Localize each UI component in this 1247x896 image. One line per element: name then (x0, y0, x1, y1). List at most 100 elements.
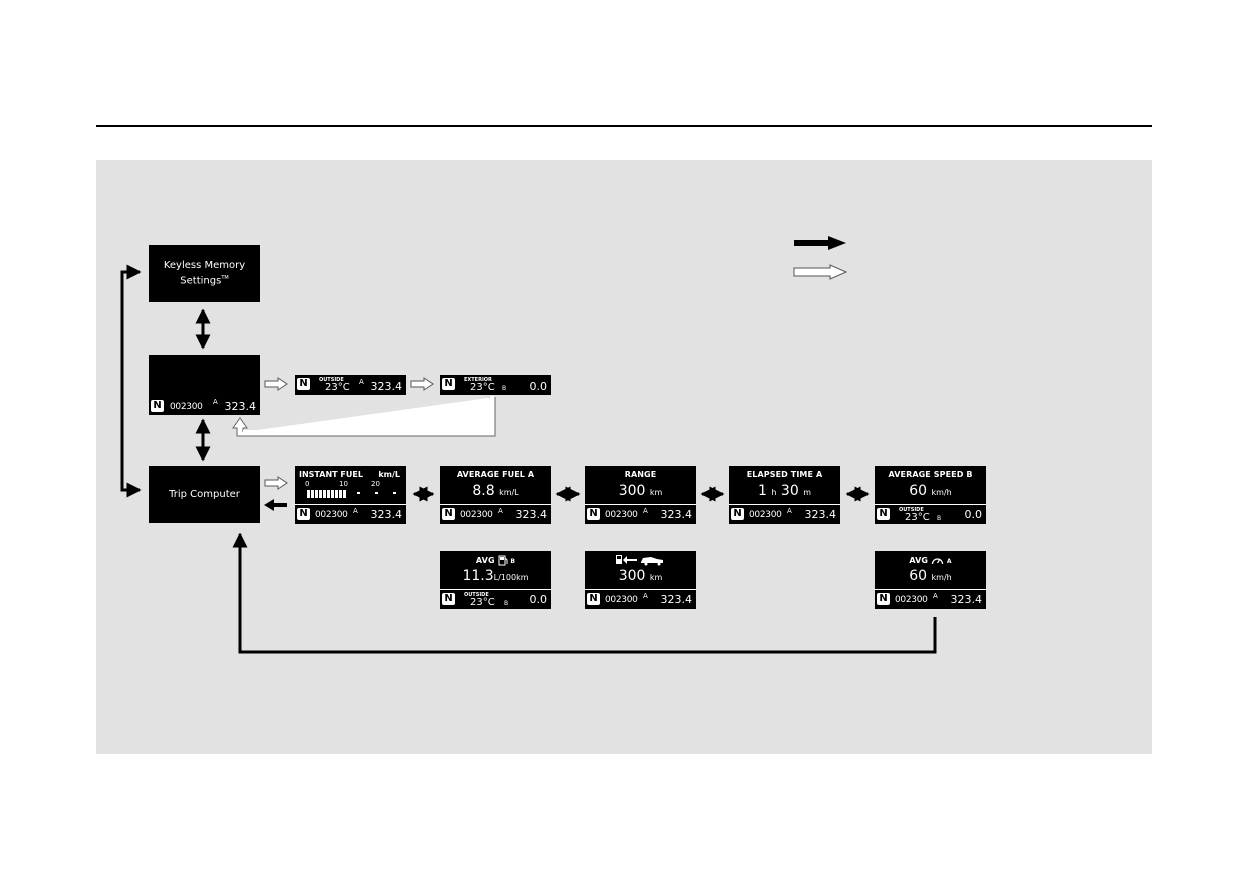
outside-temp-a-screen[interactable]: N OUTSIDE 23°C A 323.4 (295, 375, 406, 395)
gear-indicator: N (877, 508, 890, 520)
speed-unit: km/h (931, 573, 952, 582)
trip-mark: A (213, 398, 218, 406)
avg-fuel-value: 11.3 (462, 568, 494, 584)
minutes-unit: m (803, 488, 811, 497)
trip-a-label: A (946, 558, 952, 565)
average-fuel-a-screen[interactable]: AVERAGE FUEL A 8.8 km/L N 002300 A 323.4 (440, 466, 551, 524)
outside-label: OUTSIDE (899, 507, 924, 513)
odometer-value: 002300 (605, 510, 638, 520)
left-loop-arrow (120, 264, 142, 498)
fuel-pump-icon (498, 555, 508, 566)
scale-20: 20 (371, 480, 380, 488)
range-icon-screen[interactable]: 300 km N 002300 A 323.4 (585, 551, 696, 609)
screen-title: AVERAGE FUEL A (456, 470, 535, 479)
trip-value: 323.4 (370, 380, 403, 393)
trademark: TM (221, 274, 229, 281)
outside-label: EXTERIOR (464, 377, 492, 383)
trip-mark: A (359, 378, 364, 386)
speed-value: 60 (909, 483, 928, 499)
hours-value: 1 (758, 483, 767, 499)
minutes-value: 30 (780, 483, 799, 499)
bottom-return-arrow (232, 532, 937, 654)
trip-value: 323.4 (224, 400, 257, 413)
trip-value: 0.0 (529, 593, 548, 606)
trip-mark: B (502, 385, 507, 392)
scale-10: 10 (339, 480, 348, 488)
screen-title: AVERAGE SPEED B (888, 470, 973, 479)
gear-indicator: N (877, 593, 890, 605)
trip-mark: A (787, 507, 792, 515)
elapsed-time-a-screen[interactable]: ELAPSED TIME A 1 h 30 m N 002300 A 323.4 (729, 466, 840, 524)
range-screen[interactable]: RANGE 300 km N 002300 A 323.4 (585, 466, 696, 524)
fuel-to-car-icon (616, 555, 663, 566)
keyless-line1: Keyless Memory (163, 259, 246, 271)
outside-temp: 23°C (325, 382, 350, 393)
average-speed-b-screen[interactable]: AVERAGE SPEED B 60 km/h N OUTSIDE 23°C B… (875, 466, 986, 524)
odometer-value: 002300 (460, 510, 493, 520)
avg-fuel-value: 8.8 (472, 483, 495, 499)
trip-mark: B (937, 515, 942, 522)
avg-fuel-unit: km/L (499, 488, 519, 497)
instant-fuel-screen[interactable]: INSTANT FUEL km/L 0 10 20 N 002300 A 323… (295, 466, 406, 524)
range-value: 300 (618, 568, 646, 584)
scale-0: 0 (305, 480, 310, 488)
trip-b-label: B (510, 558, 516, 565)
trip-value: 323.4 (370, 508, 403, 521)
avg-fuel-unit: L/100km (493, 573, 529, 582)
gear-indicator: N (442, 378, 455, 390)
gear-indicator: N (151, 400, 164, 412)
avg-label: AVG (475, 556, 495, 565)
trip-mark: B (504, 600, 509, 607)
trip-value: 323.4 (660, 593, 693, 606)
instant-fuel-title: INSTANT FUEL (299, 470, 363, 479)
odometer-value: 002300 (605, 595, 638, 605)
instant-fuel-unit: km/L (378, 470, 400, 479)
speed-value: 60 (909, 568, 928, 584)
gear-indicator: N (587, 593, 600, 605)
avg-fuel-b-screen[interactable]: AVG B 11.3L/100km N OUTSIDE 23°C B 0.0 (440, 551, 551, 609)
odometer-value: 002300 (315, 510, 348, 520)
trip-mark: A (498, 507, 503, 515)
solid-back-arrow (264, 499, 287, 511)
keyless-memory-settings-box[interactable]: Keyless Memory SettingsTM (149, 245, 260, 302)
gear-indicator: N (731, 508, 744, 520)
trip-mark: A (643, 507, 648, 515)
trip-mark: A (933, 592, 938, 600)
screen-title: ELAPSED TIME A (746, 470, 823, 479)
gear-indicator: N (587, 508, 600, 520)
legend-hollow-arrow-icon (793, 264, 848, 280)
trip-value: 323.4 (515, 508, 548, 521)
trip-mark: A (353, 507, 358, 515)
trip-value: 323.4 (660, 508, 693, 521)
avg-speed-a-screen[interactable]: AVG A 60 km/h N 002300 A 323.4 (875, 551, 986, 609)
range-unit: km (649, 573, 663, 582)
outside-label: OUTSIDE (319, 377, 344, 383)
speedometer-icon (931, 558, 944, 565)
gear-indicator: N (297, 508, 310, 520)
screen-title: RANGE (624, 470, 657, 479)
trip-value: 0.0 (529, 380, 548, 393)
odometer-screen[interactable]: N 002300 A 323.4 (149, 355, 260, 415)
speed-unit: km/h (931, 488, 952, 497)
hollow-arrow-2 (410, 377, 434, 391)
trip-computer-label: Trip Computer (169, 488, 240, 500)
trip-mark: A (643, 592, 648, 600)
gear-indicator: N (442, 593, 455, 605)
gear-indicator: N (442, 508, 455, 520)
trip-computer-box[interactable]: Trip Computer (149, 466, 260, 523)
exterior-temp-b-screen[interactable]: N EXTERIOR 23°C B 0.0 (440, 375, 551, 395)
odometer-value: 002300 (170, 402, 203, 412)
header-rule (96, 125, 1152, 127)
gear-indicator: N (297, 378, 310, 390)
outside-temp: 23°C (905, 512, 930, 523)
hollow-arrow-3 (264, 476, 288, 490)
outside-temp: 23°C (470, 597, 495, 608)
hollow-arrow-1 (264, 377, 288, 391)
range-unit: km (649, 488, 663, 497)
legend-solid-arrow-icon (794, 236, 846, 250)
odometer-value: 002300 (749, 510, 782, 520)
outside-label: OUTSIDE (464, 592, 489, 598)
keyless-line2: Settings (180, 275, 222, 287)
outside-temp: 23°C (470, 382, 495, 393)
